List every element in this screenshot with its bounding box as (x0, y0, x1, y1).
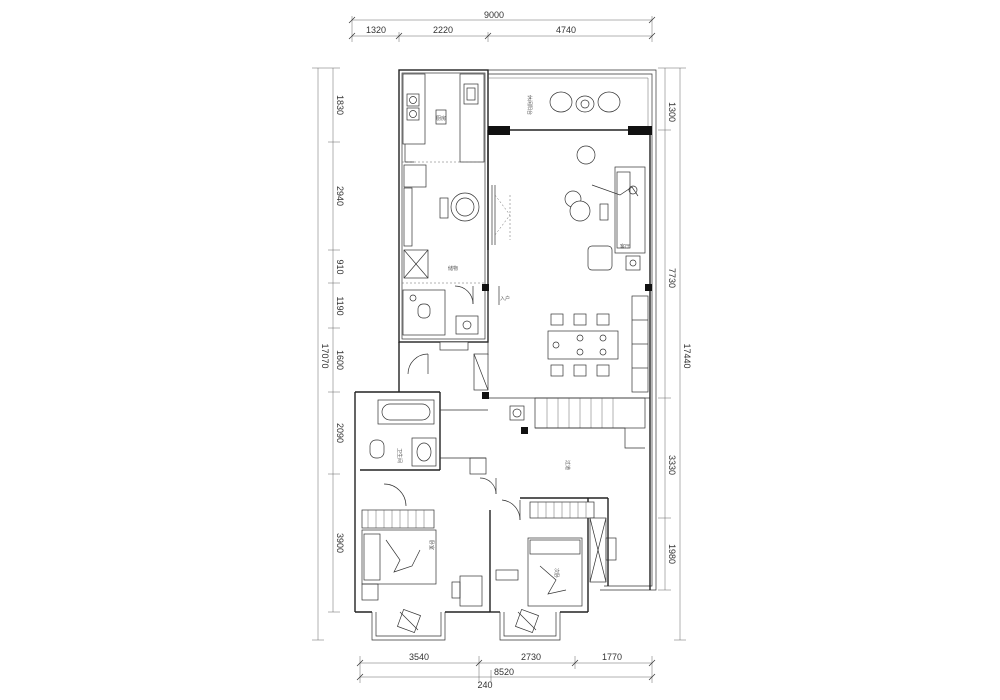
right-dimension-lines: 17440 1300 7730 3330 1980 (658, 67, 692, 641)
armchair (576, 145, 596, 165)
bedroom-1: 卧室 (361, 483, 483, 633)
dining-room: 入户 (439, 286, 649, 393)
bottom-dimension-lines: 3540 2730 1770 8520 240 (356, 652, 656, 690)
staircase: 过道 (509, 397, 646, 470)
desk-2 (495, 569, 519, 581)
left-dimension-lines: 17070 1830 2940 910 1190 1600 2090 3900 (312, 67, 345, 641)
round-table (450, 192, 480, 222)
guest-bathroom (402, 285, 479, 336)
left-overall-dimension: 17070 (320, 343, 330, 368)
bottom-dimension-1: 3540 (409, 652, 429, 662)
bath-cabinet (469, 457, 487, 475)
kitchen: 厨房 (402, 73, 485, 163)
bottom-dimension-2: 2730 (521, 652, 541, 662)
left-dimension-4: 1190 (335, 296, 345, 315)
top-dimension-1: 1320 (366, 25, 386, 35)
desk-1 (459, 575, 483, 607)
left-dimension-2: 2940 (335, 186, 345, 206)
svg-text:储物: 储物 (448, 265, 458, 272)
svg-text:入户: 入户 (500, 295, 510, 302)
planter (509, 405, 525, 421)
svg-text:次卧: 次卧 (553, 568, 560, 578)
left-dimension-1: 1830 (335, 95, 345, 115)
dining-laundry: 储物 (402, 164, 484, 284)
top-dimension-lines: 9000 1320 2220 4740 (348, 10, 656, 42)
side-cabinet (403, 164, 427, 188)
top-dimension-3: 4740 (556, 25, 576, 35)
svg-text:厨房: 厨房 (436, 115, 446, 122)
tea-table (569, 200, 591, 222)
svg-text:卫生间: 卫生间 (396, 448, 403, 463)
right-dimension-4: 1980 (667, 544, 677, 564)
balcony-chair (597, 91, 621, 113)
dining-table (547, 330, 619, 360)
bottom-dimension-3: 1770 (602, 652, 622, 662)
kitchen-counter-left (402, 73, 426, 145)
bathroom: 卫生间 (369, 399, 487, 475)
top-total-dimension: 9000 (484, 10, 504, 20)
left-dimension-7: 3900 (335, 533, 345, 553)
bath-toilet (369, 439, 385, 459)
side-table (625, 255, 641, 271)
structural-columns (482, 126, 652, 434)
toilet (417, 303, 431, 319)
right-dimension-2: 7730 (667, 268, 677, 288)
right-dimension-3: 3330 (667, 455, 677, 475)
door-swings (407, 353, 497, 495)
svg-text:休闲阳台: 休闲阳台 (526, 95, 533, 115)
bottom-small-dimension: 240 (477, 680, 492, 690)
ottoman (587, 245, 613, 271)
bed-2 (527, 537, 583, 607)
right-dimension-1: 1300 (667, 102, 677, 122)
right-overall-dimension: 17440 (682, 343, 692, 368)
bed-1 (361, 529, 437, 585)
living-room: 休闲阳台 客厅 (491, 91, 646, 271)
wardrobe-1 (361, 509, 435, 529)
top-dimension-2: 2220 (433, 25, 453, 35)
balcony-table (575, 95, 595, 113)
left-dimension-6: 2090 (335, 423, 345, 443)
balcony-chair (549, 91, 573, 113)
bathtub (377, 399, 435, 425)
tall-cabinet (403, 187, 413, 247)
bath-basin (411, 437, 437, 467)
svg-text:过道: 过道 (564, 460, 571, 470)
svg-text:客厅: 客厅 (620, 243, 630, 250)
left-dimension-3: 910 (335, 259, 345, 274)
svg-text:卧室: 卧室 (428, 540, 435, 550)
left-dimension-5: 1600 (335, 350, 345, 370)
kitchen-counter-right (459, 73, 485, 163)
bedroom-2: 次卧 (495, 499, 617, 633)
basin (455, 315, 479, 335)
bottom-total-dimension: 8520 (494, 667, 514, 677)
